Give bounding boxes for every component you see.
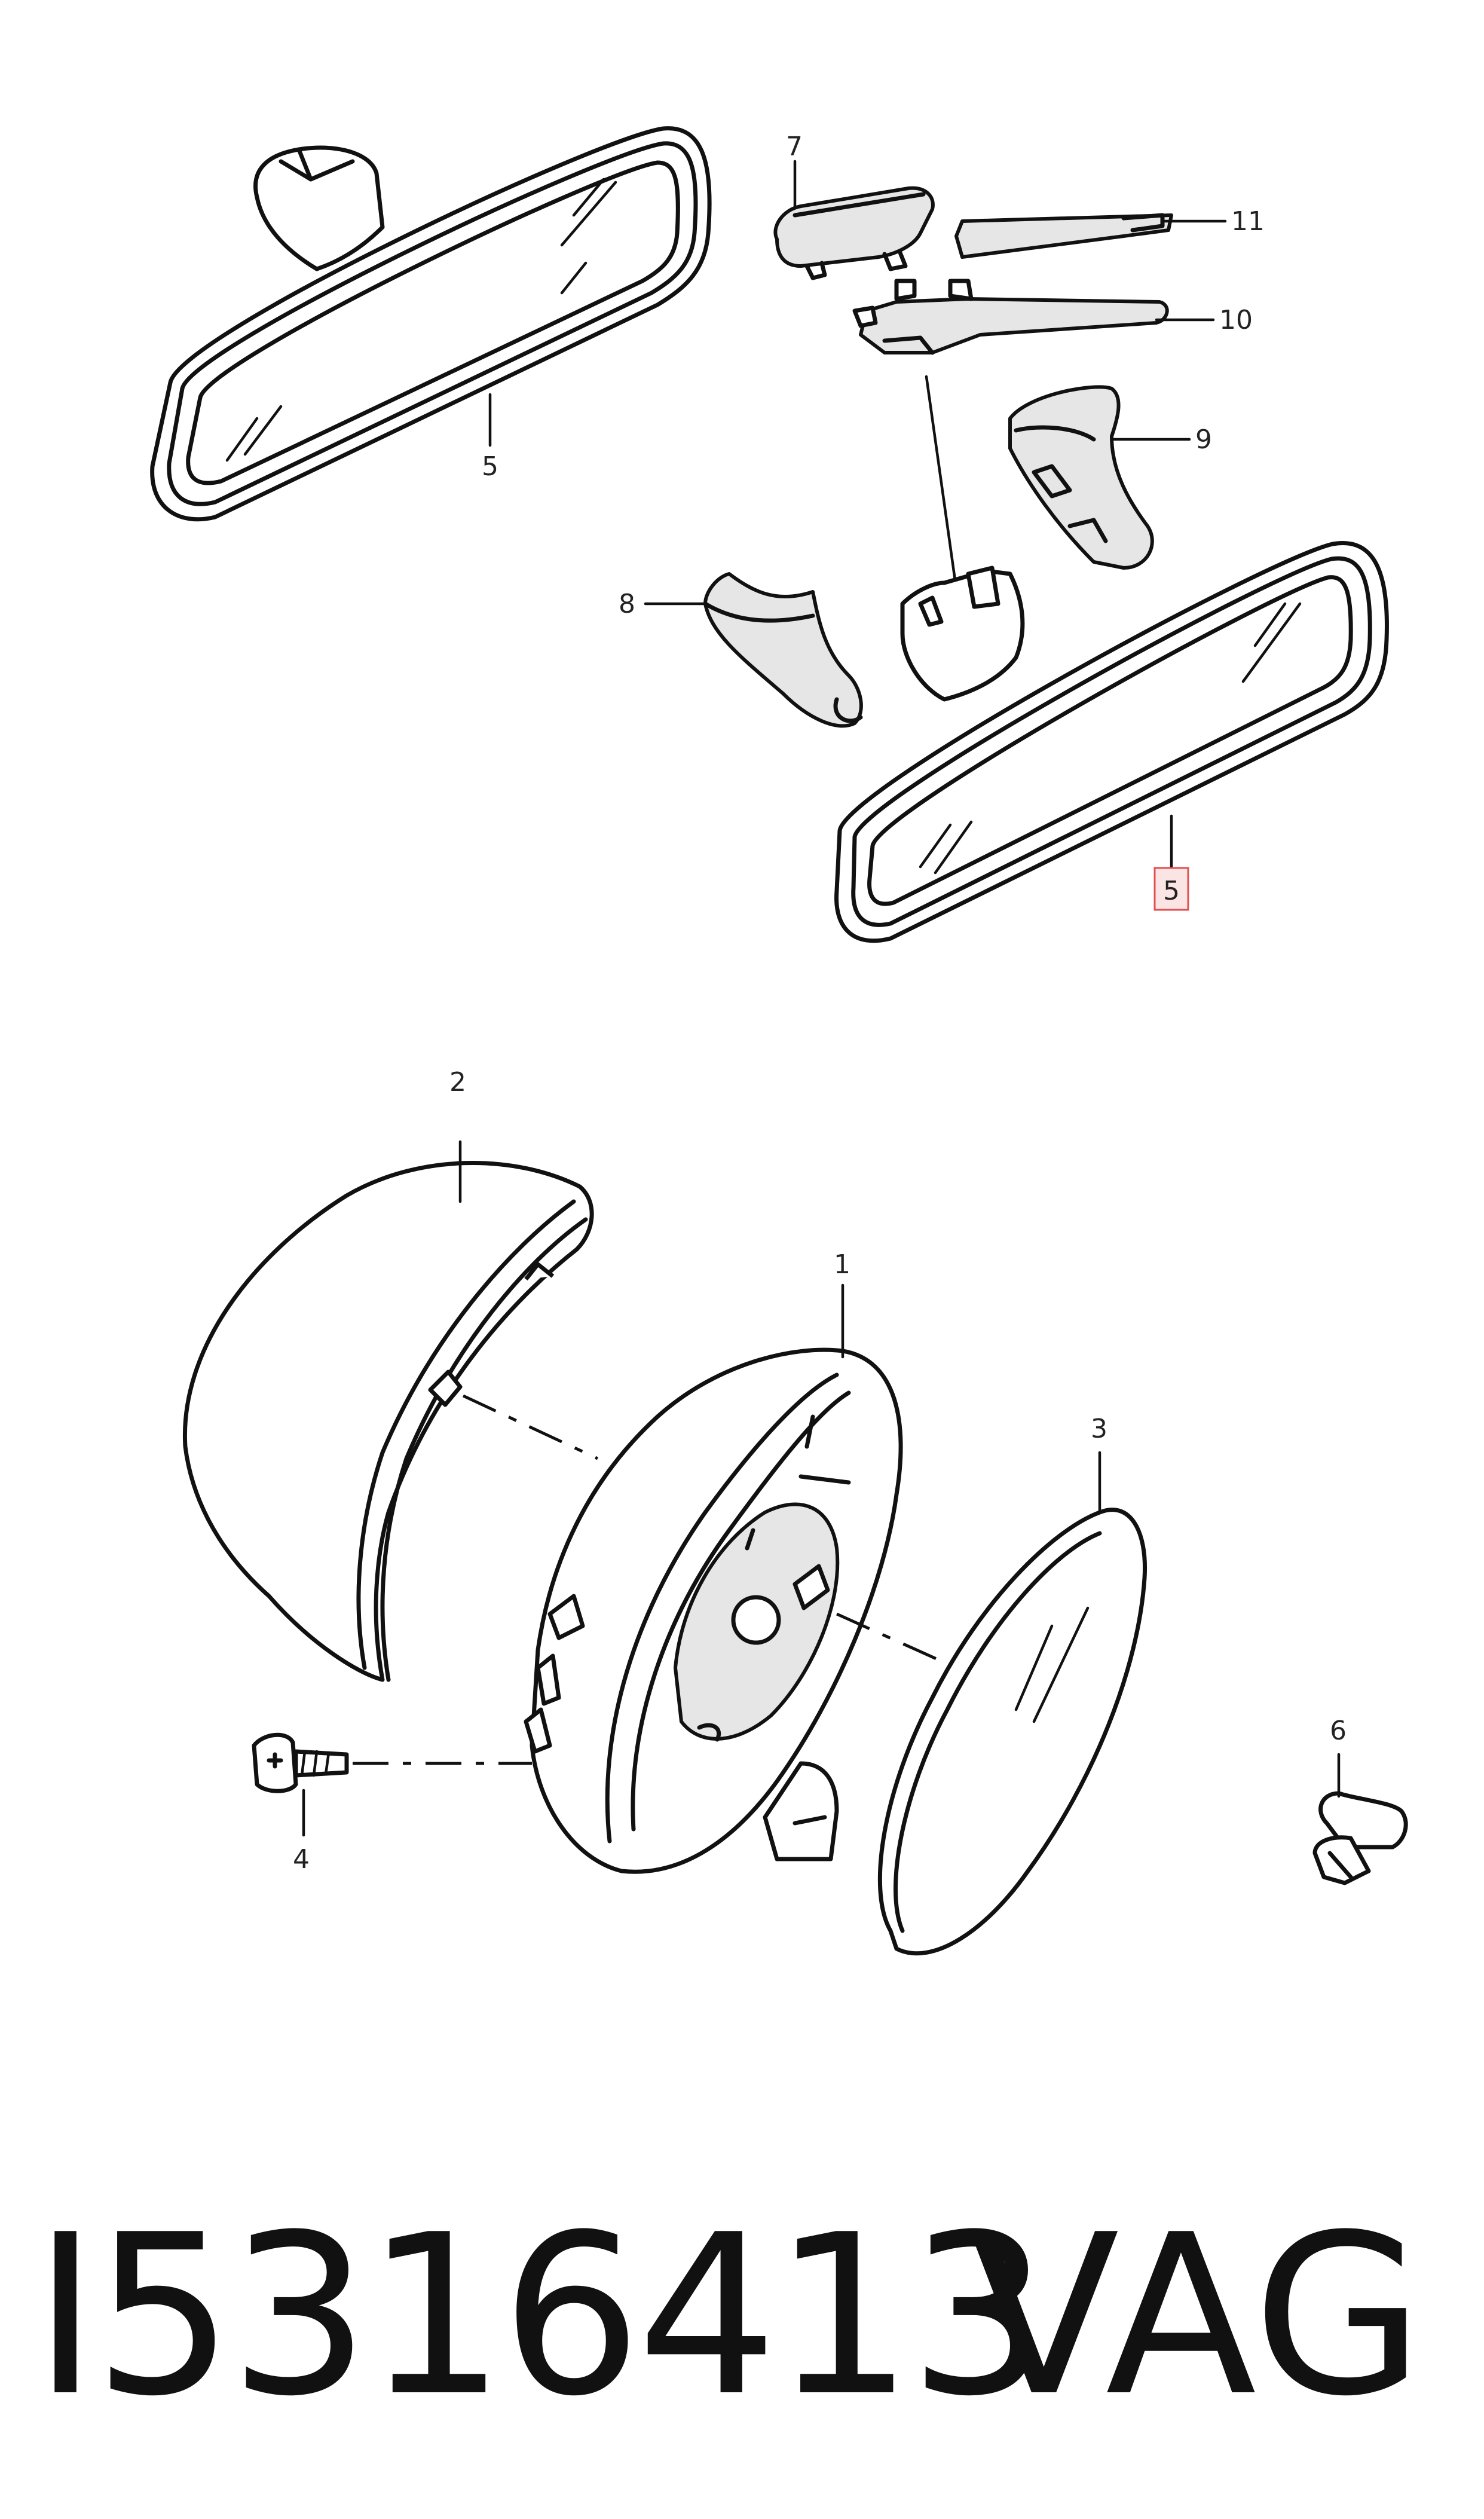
- mirror-glass-3: [877, 1451, 1148, 1956]
- mirror-housing-1: [524, 1283, 903, 1874]
- callout-8: 8: [619, 589, 635, 619]
- callout-2: 2: [449, 1067, 466, 1098]
- assembly-line-cap: [462, 1394, 599, 1460]
- callout-6: 6: [1330, 1716, 1347, 1746]
- callout-9: 9: [1195, 424, 1212, 455]
- callout-1: 1: [834, 1249, 850, 1280]
- trim-strip-11: [954, 213, 1227, 259]
- mirror-cap-2: [182, 1140, 594, 1682]
- callout-11: 11: [1231, 206, 1265, 237]
- callout-4: 4: [293, 1844, 310, 1875]
- callout-5-highlighted: 5: [1163, 876, 1180, 906]
- callout-5-upper: 5: [482, 451, 498, 482]
- rain-sensor-cover: [773, 160, 935, 280]
- cover-9: [1008, 385, 1191, 570]
- interior-mirror-right: [834, 541, 1389, 943]
- brand-name: VAG: [968, 2188, 1424, 2445]
- part-number: I5316413: [33, 2188, 1049, 2445]
- callout-3: 3: [1091, 1414, 1107, 1444]
- sensor-bracket-10: [852, 279, 1215, 591]
- interior-mirror-left: [150, 126, 712, 522]
- clip-6: [1312, 1753, 1408, 1885]
- screw-4: [252, 1732, 349, 1837]
- assembly-line-glass: [836, 1612, 957, 1670]
- callout-7: 7: [786, 132, 803, 162]
- callout-10: 10: [1219, 305, 1253, 335]
- cover-8: [644, 572, 863, 728]
- highlight-box: [1153, 867, 1189, 911]
